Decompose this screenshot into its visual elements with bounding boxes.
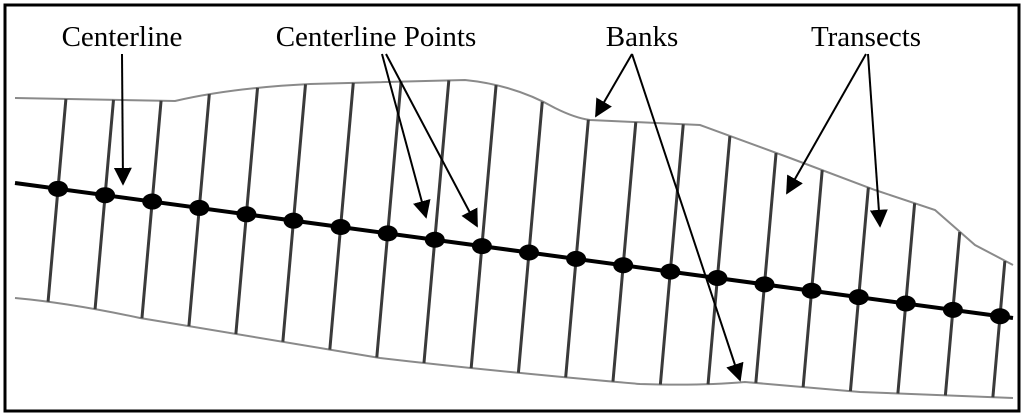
centerline-line — [14, 181, 1014, 320]
centerline-point — [707, 270, 728, 287]
centerline-point — [895, 295, 916, 312]
transect-line — [422, 80, 451, 364]
centerline-point — [236, 206, 257, 223]
centerline-label: Centerline — [62, 21, 183, 53]
centerline-point — [283, 212, 304, 229]
centerline-point — [942, 301, 963, 318]
labels: Centerline Centerline Points Banks Trans… — [62, 21, 921, 53]
transect-line — [375, 81, 403, 358]
centerline-point — [95, 187, 116, 204]
transects-arrow-1 — [786, 53, 867, 195]
transect-line — [611, 121, 638, 382]
banks-arrow-lower — [631, 53, 744, 382]
centerline-arrow — [113, 53, 132, 186]
centerline-point — [471, 238, 492, 255]
transect-line — [469, 84, 498, 369]
transect-line — [328, 82, 355, 350]
transects-arrow-2 — [867, 53, 888, 228]
centerline-point — [519, 244, 539, 261]
centerline-point — [142, 193, 163, 210]
transect-line — [93, 99, 115, 310]
banks-label: Banks — [606, 21, 679, 53]
centerline-point — [660, 263, 681, 280]
centerline-point — [613, 257, 634, 274]
transects-label: Transects — [811, 21, 921, 53]
centerline-point — [990, 308, 1010, 325]
centerline-point — [848, 289, 869, 306]
centerline-points-label: Centerline Points — [276, 21, 477, 53]
lower-bank-line — [14, 297, 1014, 399]
centerline-points-arrow-1 — [381, 53, 431, 219]
centerline-point — [189, 199, 210, 216]
transect-line — [706, 136, 732, 385]
transect-line — [991, 260, 1007, 398]
centerline-point — [48, 180, 68, 197]
transect-line — [658, 124, 685, 385]
transect-lines — [46, 80, 1007, 398]
centerline-point — [377, 225, 398, 242]
centerline-point — [801, 282, 822, 299]
centerline-points-arrow-2 — [385, 53, 478, 228]
callout-arrows — [113, 53, 888, 382]
transect-line — [801, 170, 824, 388]
figure-frame — [3, 3, 1021, 413]
transect-line — [754, 152, 778, 384]
centerline-point — [566, 250, 587, 267]
transect-line — [516, 101, 544, 373]
transect-line — [564, 119, 590, 378]
centerline-point — [754, 276, 775, 293]
centerline-point — [330, 219, 351, 236]
centerline-points — [48, 180, 1010, 325]
transect-line — [46, 98, 68, 302]
upper-bank-line — [14, 78, 1014, 266]
banks-arrow-upper — [595, 53, 633, 118]
centerline-point — [424, 231, 445, 248]
